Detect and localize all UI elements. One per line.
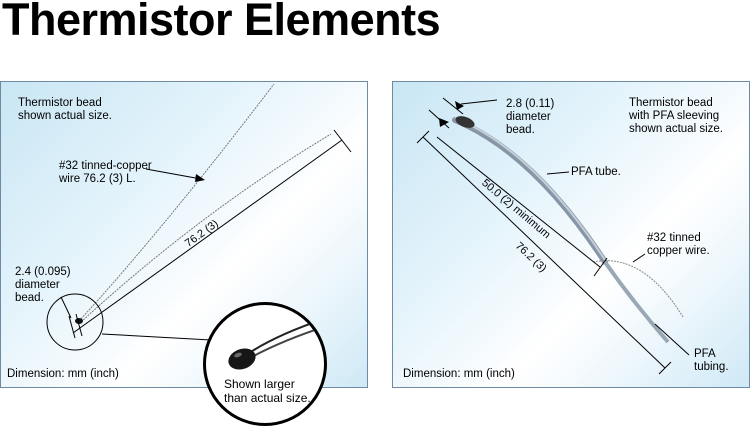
wire-label-leader <box>632 253 646 263</box>
magnified-bead-highlight <box>234 352 242 358</box>
tube-label-leader <box>546 171 570 175</box>
overall-length-tick-end <box>658 361 672 375</box>
sleeved-bead <box>455 116 475 128</box>
wire-label: #32 tinned-copper wire 76.2 (3) L. <box>59 160 152 185</box>
pfa-tubing-label: PFA tubing. <box>694 348 729 373</box>
bead-highlight-circle <box>46 293 104 351</box>
page-title: Thermistor Elements <box>2 0 441 45</box>
pfa-tubing <box>603 260 670 344</box>
dimension-units-label: Dimension: mm (inch) <box>403 368 515 380</box>
min-dimension-tick <box>593 257 608 277</box>
min-dimension-line <box>436 136 601 268</box>
tubing-label-leader <box>654 323 690 356</box>
pfa-sleeved-thermistor-panel: 2.8 (0.11) diameter bead. Thermistor bea… <box>392 81 750 388</box>
copper-wire <box>592 260 684 318</box>
bead-dim-arrow-upper <box>455 101 464 110</box>
pfa-tube <box>452 117 608 265</box>
overall-length-line <box>422 136 666 369</box>
bead-dim-leader <box>460 99 498 105</box>
lead-wire-lower <box>80 133 332 323</box>
overall-length-tick-start <box>416 130 430 144</box>
bead-dim-tick-b <box>75 313 83 337</box>
bead-dim-tick-a <box>68 315 76 339</box>
bead-actual-size-note: Thermistor bead with PFA sleeving shown … <box>629 97 723 135</box>
pfa-tube-highlight <box>454 117 606 261</box>
bead-dim-tick-upper <box>442 97 464 115</box>
bead-dim-leader <box>60 296 72 319</box>
wire-label-arrowhead <box>195 174 205 182</box>
wire-label-leader <box>145 168 202 180</box>
bead-thermistor-drawing <box>46 83 352 351</box>
bead-thermistor-panel: Thermistor bead shown actual size. #32 t… <box>0 81 368 388</box>
magnified-bead-view: Shown larger than actual size. <box>203 302 327 426</box>
bead-dim-tick-lower <box>428 109 450 129</box>
magnifier-connector <box>101 333 212 341</box>
magnified-wire-b <box>247 326 324 360</box>
magnified-bead-drawing <box>228 318 324 370</box>
magnified-bead <box>228 348 256 370</box>
copper-wire-label: #32 tinned copper wire. <box>647 232 710 257</box>
bead-diameter-label: 2.4 (0.095) diameter bead. <box>15 266 71 304</box>
length-dimension-line <box>72 139 343 334</box>
pfa-thermistor-drawing <box>416 97 690 375</box>
magnified-note: Shown larger than actual size. <box>224 377 311 405</box>
lead-wire-upper <box>78 83 275 322</box>
length-dimension-tick-end <box>333 129 352 153</box>
dimension-units-label: Dimension: mm (inch) <box>7 368 119 380</box>
bead-diameter-label: 2.8 (0.11) diameter bead. <box>506 98 555 136</box>
bead-dim-arrow-lower <box>439 118 449 127</box>
magnified-wire-a <box>245 318 324 356</box>
bead-actual-size-note: Thermistor bead shown actual size. <box>18 97 112 122</box>
pfa-tube-label: PFA tube. <box>571 166 621 178</box>
